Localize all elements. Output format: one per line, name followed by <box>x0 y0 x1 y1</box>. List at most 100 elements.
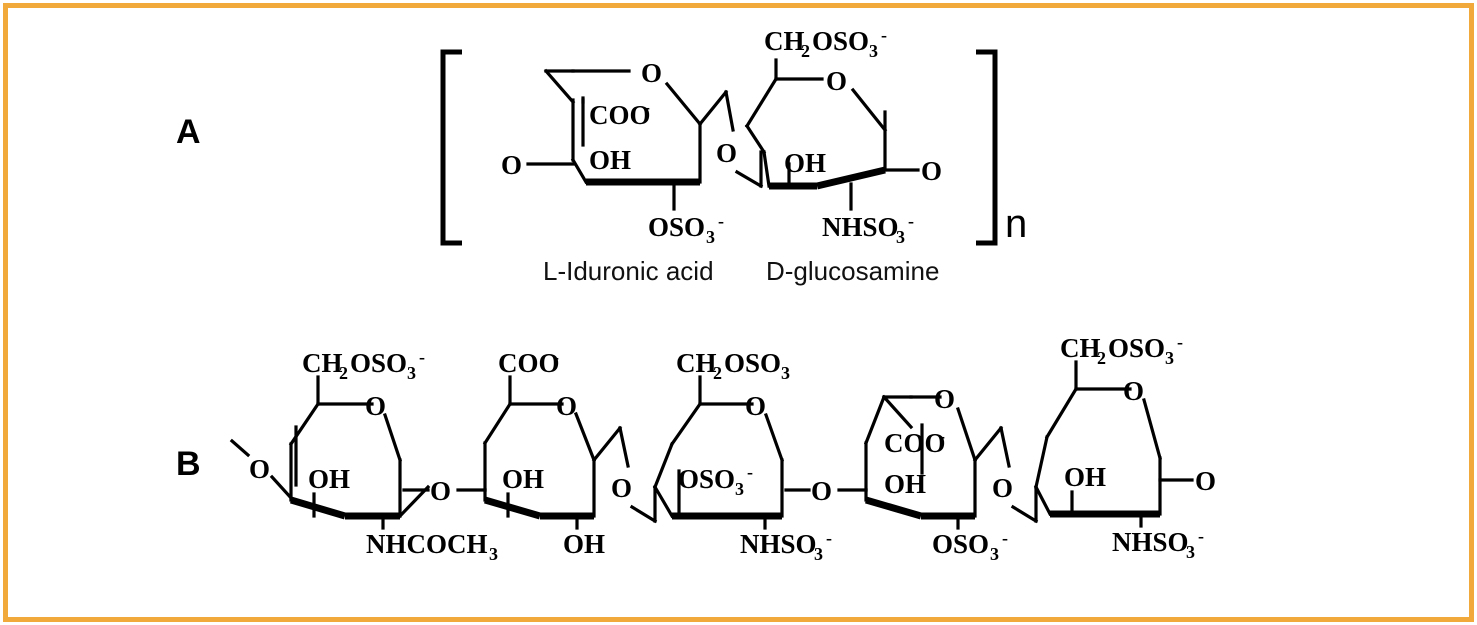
svg-text:3: 3 <box>781 363 790 383</box>
svg-text:CH: CH <box>302 348 343 378</box>
svg-text:CH: CH <box>1060 333 1101 363</box>
ring-5 <box>1033 360 1194 518</box>
ring-4-top-group: COO - <box>884 426 946 458</box>
svg-text:O: O <box>611 473 632 503</box>
ring-1-bottom-group: NHCOCH 3 <box>366 516 498 564</box>
svg-text:OH: OH <box>308 464 350 494</box>
glycosidic-linkage-a: O <box>697 89 764 189</box>
svg-text:3: 3 <box>1165 348 1174 368</box>
svg-text:O: O <box>249 454 270 484</box>
hydroxyl-iduronic: OH <box>589 145 631 175</box>
o-sulfate-iduronic: OSO 3 - <box>648 182 724 247</box>
ring-1-top-group: CH 2 OSO 3 - <box>302 347 425 383</box>
repeat-subscript-n: n <box>1005 202 1028 246</box>
svg-text:O: O <box>921 156 942 186</box>
panel-label-b: B <box>176 445 201 483</box>
terminal-oxygen-right-a: O <box>883 156 942 186</box>
n-sulfate-glucosamine: NHSO 3 - <box>822 182 914 247</box>
svg-text:3: 3 <box>735 479 744 499</box>
linkage-oxygen-3: O <box>784 476 868 506</box>
svg-text:COO: COO <box>589 100 651 130</box>
svg-text:OH: OH <box>502 464 544 494</box>
svg-text:-: - <box>881 25 887 45</box>
caption-d-glucosamine: D-glucosamine <box>766 256 940 286</box>
ring-3-top-group: CH 2 OSO 3 <box>676 348 790 383</box>
carboxylate-group-iduronic: COO - <box>589 97 651 130</box>
ring-2-inner-group: OH <box>502 464 544 518</box>
svg-text:3: 3 <box>489 544 498 564</box>
svg-text:O: O <box>716 138 737 168</box>
svg-text:3: 3 <box>1186 542 1195 562</box>
glucosamine-ring <box>744 58 888 190</box>
svg-text:OH: OH <box>1064 462 1106 492</box>
ring-2-bottom-group: OH <box>563 516 605 559</box>
caption-l-iduronic-acid: L-Iduronic acid <box>543 256 714 286</box>
svg-text:-: - <box>1002 528 1008 548</box>
svg-text:CH: CH <box>764 26 805 56</box>
svg-text:2: 2 <box>339 363 348 383</box>
panel-a-structure: O COO - OH O OSO 3 - O <box>440 25 998 247</box>
terminal-oxygen-left-a: O <box>501 150 575 180</box>
svg-text:O: O <box>811 476 832 506</box>
svg-text:3: 3 <box>869 41 878 61</box>
svg-text:CH: CH <box>676 348 717 378</box>
ring-1-inner-group: OH <box>308 464 350 518</box>
svg-text:2: 2 <box>713 363 722 383</box>
ring-2-top-group: COO - <box>498 347 560 378</box>
linkage-oxygen-4: O <box>972 425 1039 524</box>
svg-text:-: - <box>553 347 559 367</box>
ring-oxygen-glucosamine: O <box>826 66 847 96</box>
svg-text:OH: OH <box>563 529 605 559</box>
ring-4 <box>863 394 978 520</box>
linkage-oxygen-1: O <box>402 476 487 506</box>
svg-text:NHSO: NHSO <box>1112 527 1189 557</box>
svg-text:OSO: OSO <box>1108 333 1165 363</box>
svg-text:OH: OH <box>884 469 926 499</box>
svg-text:NHSO: NHSO <box>740 529 817 559</box>
svg-text:-: - <box>826 528 832 548</box>
svg-text:-: - <box>1198 526 1204 546</box>
ring-3-bottom-group: NHSO 3 - <box>740 516 832 564</box>
ring-5-top-group: CH 2 OSO 3 - <box>1060 332 1183 368</box>
svg-text:-: - <box>644 97 650 117</box>
svg-text:-: - <box>939 426 945 446</box>
svg-text:3: 3 <box>814 544 823 564</box>
sulfate-ester-glucosamine: CH 2 OSO 3 - <box>764 25 887 61</box>
ring-3-inner-group: OSO 3 - <box>678 462 753 499</box>
ring-oxygen-4: O <box>934 384 955 414</box>
hydroxyl-glucosamine: OH <box>784 148 826 188</box>
svg-text:NHCOCH: NHCOCH <box>366 529 488 559</box>
svg-text:OSO: OSO <box>678 464 735 494</box>
ring-4-bottom-group: OSO 3 - <box>932 516 1008 564</box>
svg-text:NHSO: NHSO <box>822 212 899 242</box>
iduronic-ring <box>543 68 703 186</box>
bracket-open <box>440 49 462 246</box>
left-terminal-b: O <box>229 438 295 502</box>
ring-5-bottom-group: NHSO 3 - <box>1112 514 1204 562</box>
svg-text:-: - <box>1177 332 1183 352</box>
svg-text:-: - <box>747 462 753 482</box>
ring-oxygen-3: O <box>745 391 766 421</box>
ring-1 <box>288 375 431 520</box>
svg-text:OSO: OSO <box>932 529 989 559</box>
bracket-close <box>976 49 998 246</box>
svg-text:O: O <box>992 473 1013 503</box>
linkage-oxygen-2: O <box>591 425 658 524</box>
svg-text:COO: COO <box>884 428 946 458</box>
svg-text:2: 2 <box>801 41 810 61</box>
svg-text:OSO: OSO <box>350 348 407 378</box>
ring-oxygen-2: O <box>556 391 577 421</box>
svg-text:3: 3 <box>896 227 905 247</box>
ring-oxygen-iduronic: O <box>641 58 662 88</box>
svg-text:COO: COO <box>498 348 560 378</box>
ring-oxygen-5: O <box>1123 376 1144 406</box>
svg-text:-: - <box>718 211 724 231</box>
svg-text:O: O <box>430 476 451 506</box>
svg-text:3: 3 <box>990 544 999 564</box>
panel-label-a: A <box>176 113 201 151</box>
ring-oxygen-1: O <box>365 391 386 421</box>
ring-3 <box>652 375 785 520</box>
svg-text:OSO: OSO <box>724 348 781 378</box>
svg-text:3: 3 <box>407 363 416 383</box>
